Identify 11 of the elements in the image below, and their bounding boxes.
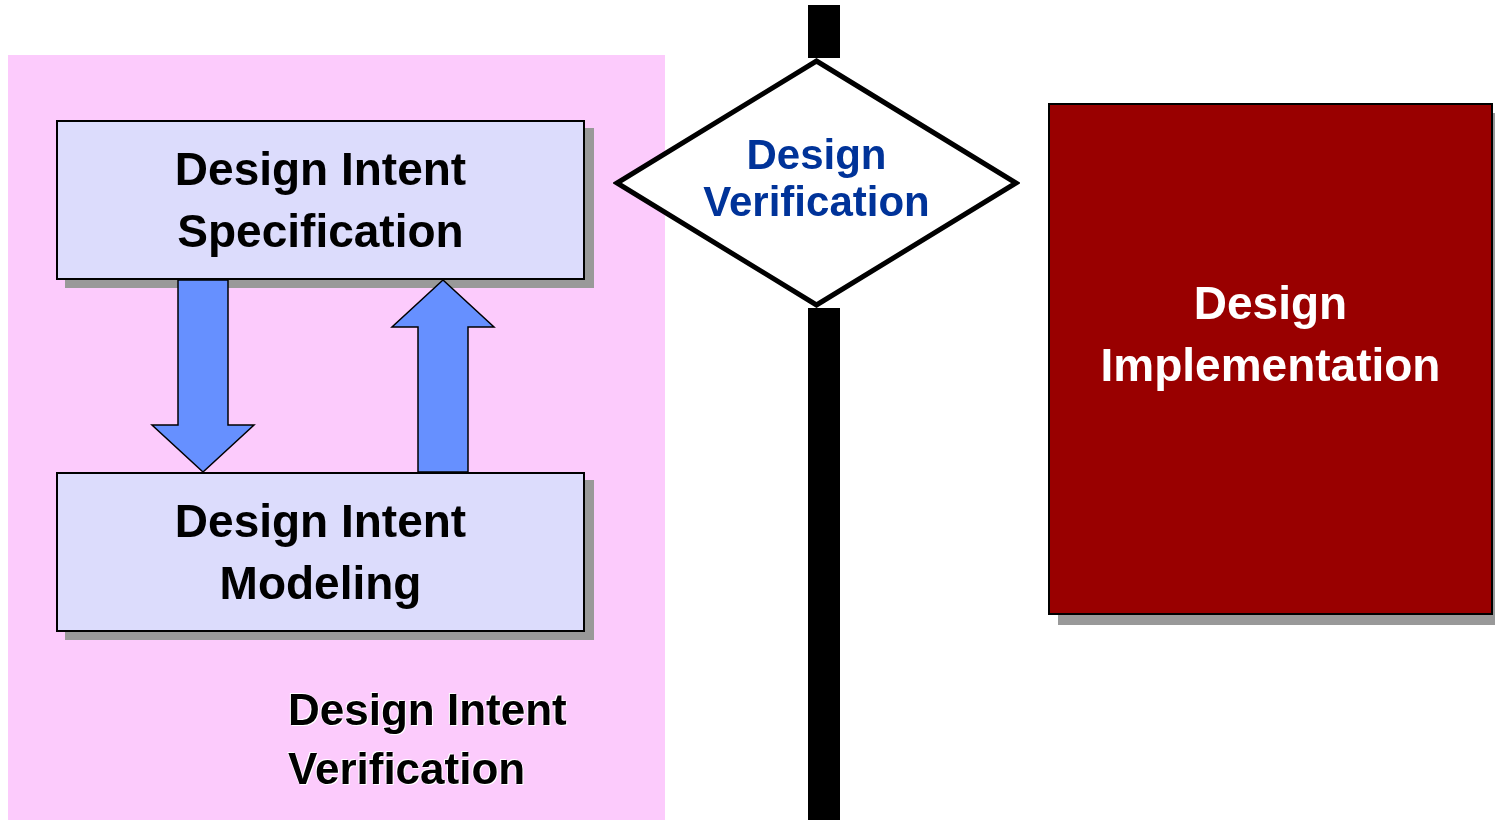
- node-label: Design Intent Verification: [288, 684, 568, 796]
- node-label: Design Intent Modeling: [173, 493, 468, 611]
- node-label: Design Verification: [702, 130, 931, 226]
- block-arrow: [390, 279, 496, 473]
- decision-diamond: [613, 58, 1020, 308]
- signpost-pole: [808, 5, 840, 58]
- node-label: Design Implementation: [1099, 275, 1442, 393]
- signpost-pole: [808, 308, 840, 820]
- group-panel: [8, 55, 665, 820]
- node-label: Design Intent Specification: [173, 141, 468, 259]
- block-arrow: [150, 279, 256, 473]
